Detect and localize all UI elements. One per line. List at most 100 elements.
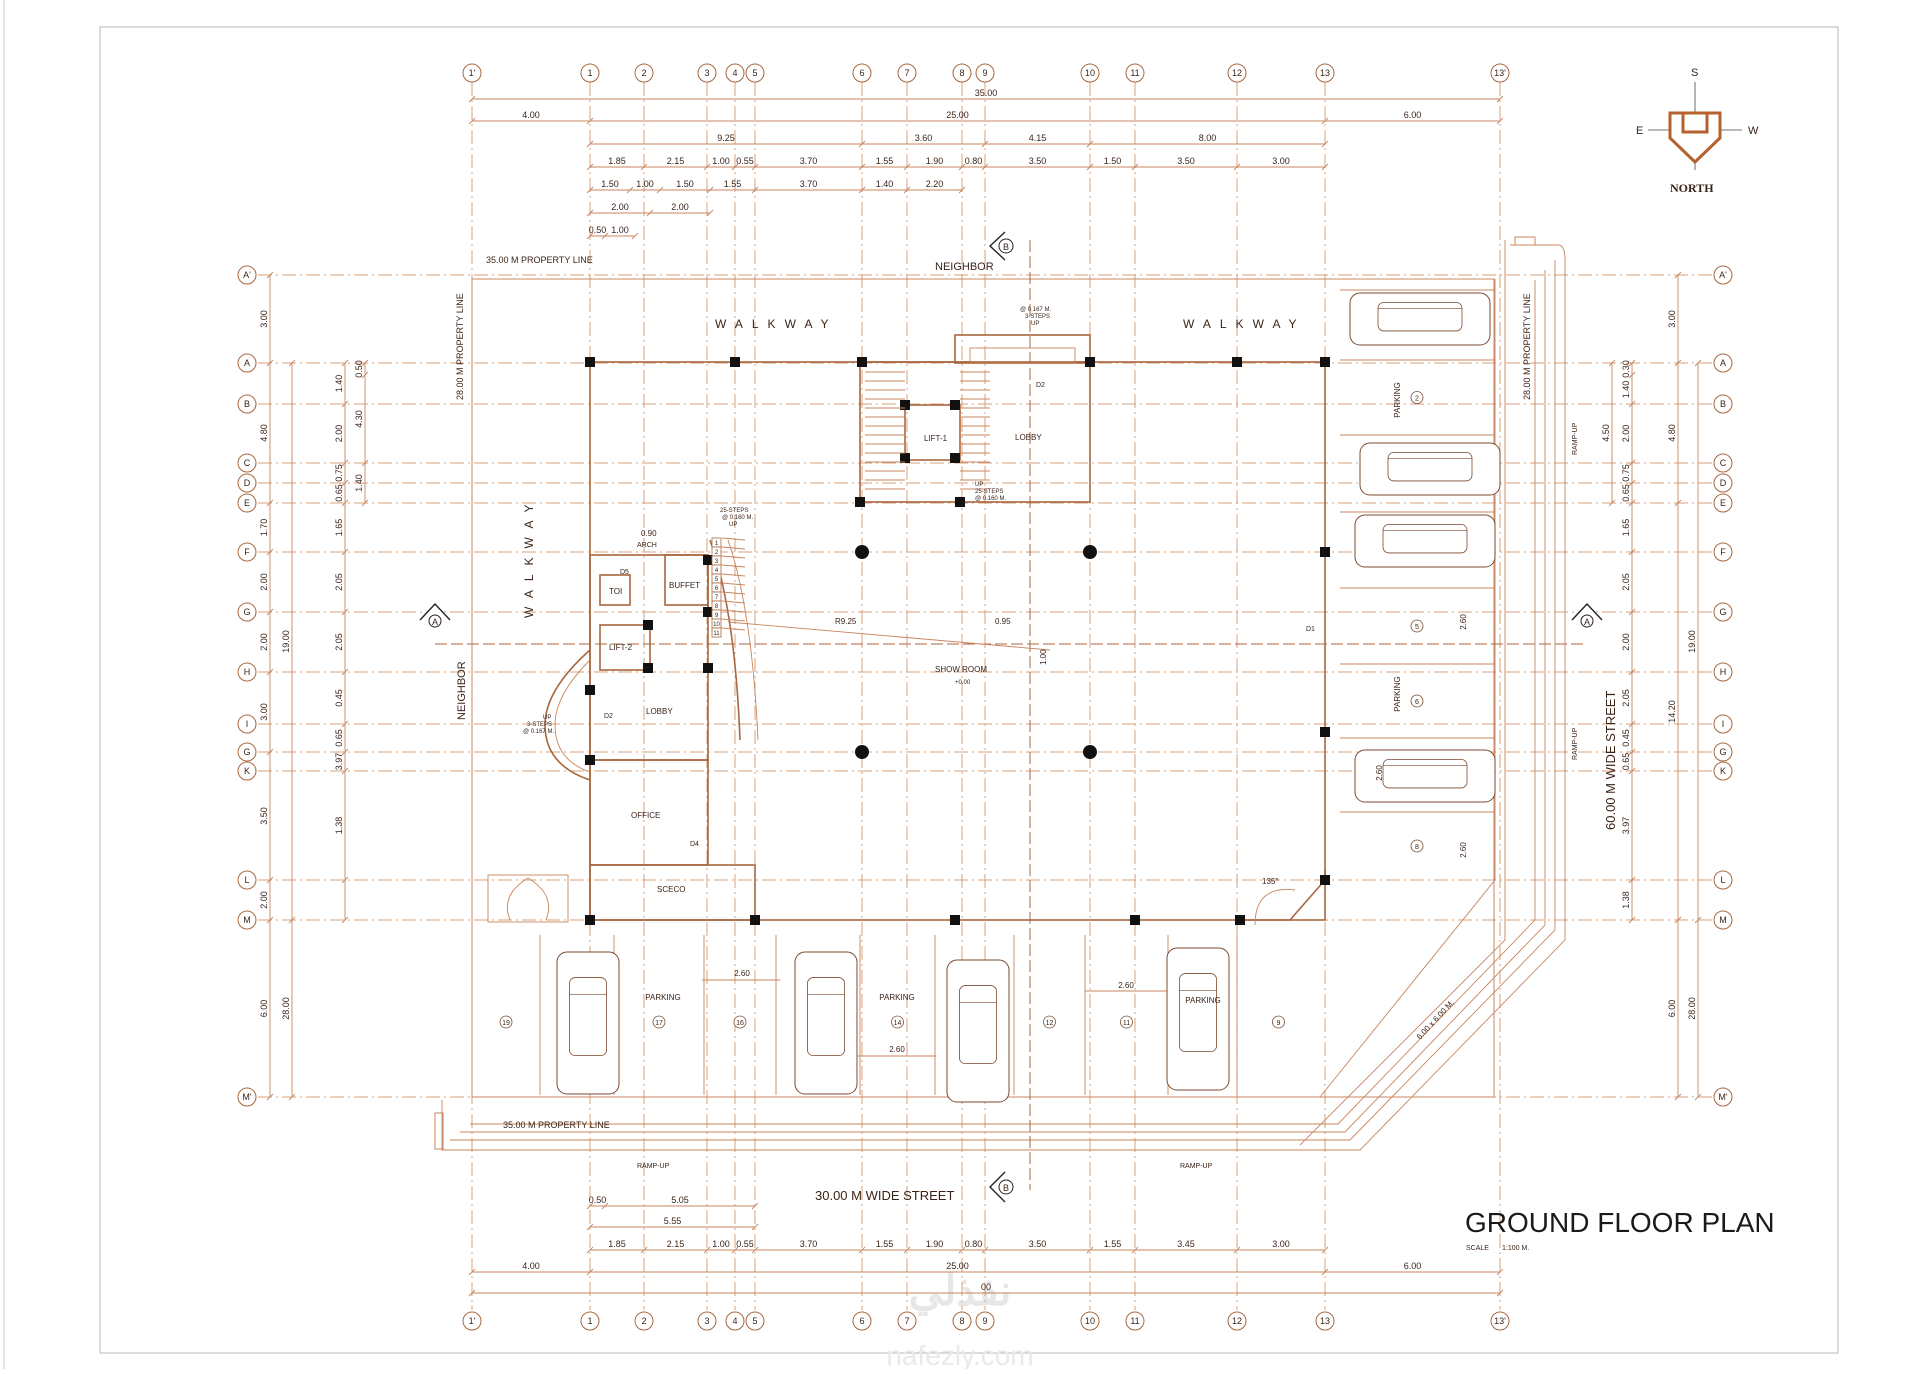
row-bubble-left-2-circle xyxy=(237,394,257,414)
top-dim-row2-text-0: 4.00 xyxy=(522,110,540,120)
bottom-dim-total-text-0: 00 xyxy=(981,1282,991,1292)
column-square-11 xyxy=(950,915,960,925)
dim-100: 1.00 xyxy=(1039,649,1048,665)
top-dim-row7-tick-0 xyxy=(586,232,594,240)
row-bubble-right-12-label: L xyxy=(1720,875,1725,885)
top-dim-row4-tick-8 xyxy=(981,163,989,171)
row-bubble-right-10-label: G xyxy=(1719,747,1726,757)
left-dim-inner-tick-0 xyxy=(341,359,349,367)
stair-number-8: 9 xyxy=(715,613,719,619)
steps-left-up: UP xyxy=(543,715,551,721)
stair-tread-main-2 xyxy=(721,555,746,559)
row-bubble-left-11-circle xyxy=(237,761,257,781)
right-dim-mid-text-2: 14.20 xyxy=(1667,700,1677,723)
car-4-roof xyxy=(1382,523,1468,554)
left-dim-outer-tick-2 xyxy=(288,1093,296,1101)
bottom-dim-row3-tick-7 xyxy=(958,1246,966,1254)
row-bubble-left-7-label: G xyxy=(243,607,250,617)
right-dim-inner-tick-11 xyxy=(1628,767,1636,775)
left-dim-mid-tick-7 xyxy=(266,876,274,884)
column-square-8 xyxy=(1320,875,1330,885)
toi-room xyxy=(599,574,631,606)
col-bubble-bottom-7-label: 7 xyxy=(904,1316,909,1326)
row-bubble-right-12-circle xyxy=(1713,870,1733,890)
bottom-dim-row4-text-2: 6.00 xyxy=(1404,1261,1422,1271)
radius-line xyxy=(727,621,1051,651)
col-bubble-top-3-label: 3 xyxy=(704,68,709,78)
right-dim-inner-tick-13 xyxy=(1628,916,1636,924)
bottom-dim-row3-tick-5 xyxy=(858,1246,866,1254)
car-3 xyxy=(1359,442,1501,496)
top-dim-row5-tick-4 xyxy=(751,186,759,194)
col-bubble-bottom-2-circle xyxy=(634,1311,654,1331)
left-dim-inner-tick-6 xyxy=(341,608,349,616)
walkway-top-right-label: WALKWAY xyxy=(1183,317,1306,331)
col-bubble-top-5-label: 5 xyxy=(752,68,757,78)
north-label: NORTH xyxy=(1670,181,1714,195)
right-dimensions: 19.0028.003.004.8014.206.000.301.402.000… xyxy=(1601,271,1702,1101)
row-bubble-right-5-circle xyxy=(1713,493,1733,513)
col-bubble-bottom-3-label: 3 xyxy=(704,1316,709,1326)
left-dim-mid-tick-2 xyxy=(266,499,274,507)
left-dim-inner-text-2: 0.75 xyxy=(334,464,344,482)
right-dim-inner-text-7: 2.00 xyxy=(1621,633,1631,651)
car-7-body xyxy=(1354,749,1496,803)
right-dim-inner-tick-9 xyxy=(1628,720,1636,728)
parking-number-17-label: 17 xyxy=(655,1020,663,1027)
row-bubble-left-9-label: I xyxy=(246,719,249,729)
col-bubble-bottom-9-circle xyxy=(975,1311,995,1331)
property-boundary xyxy=(434,236,1566,1151)
dim-095: 0.95 xyxy=(995,617,1011,626)
car-15 xyxy=(794,951,858,1095)
col-bubble-bottom-2-label: 2 xyxy=(641,1316,646,1326)
row-bubble-right-14-label: M' xyxy=(1718,1092,1727,1102)
col-bubble-top-0-label: 1' xyxy=(469,68,476,78)
bottom-dim-row4-tick-1 xyxy=(586,1268,594,1276)
walkway-left-label: WALKWAY xyxy=(522,495,536,618)
top-dim-row4-text-11: 3.00 xyxy=(1272,156,1290,166)
bottom-dim-row3-tick-8 xyxy=(981,1246,989,1254)
right-dim-inner-text-2: 2.00 xyxy=(1621,425,1631,443)
row-bubble-left-4-circle xyxy=(237,473,257,493)
parking-number-16-circle xyxy=(733,1015,747,1029)
row-bubble-right-6-circle xyxy=(1713,542,1733,562)
col-bubble-bottom-13-circle xyxy=(1315,1311,1335,1331)
row-bubble-left-14-circle xyxy=(237,1087,257,1107)
left-dim-inner-text-3: 0.65 xyxy=(334,484,344,502)
top-dim-row2-tick-3 xyxy=(1496,117,1504,125)
row-bubble-right-13-circle xyxy=(1713,910,1733,930)
column-square-17 xyxy=(900,453,910,463)
bottom-dim-row3-tick-6 xyxy=(903,1246,911,1254)
top-dim-row2-text-2: 6.00 xyxy=(1404,110,1422,120)
column-square-26 xyxy=(585,755,595,765)
steps-left-val: @ 0.167 M. xyxy=(523,729,554,735)
bottom-dim-row3-text-5: 1.55 xyxy=(876,1239,894,1249)
parking-number-17-circle xyxy=(652,1015,666,1029)
row-bubble-right-1-circle xyxy=(1713,353,1733,373)
col-bubble-top-9-label: 9 xyxy=(982,68,987,78)
left-dim-inner-tick-1 xyxy=(341,400,349,408)
right-dim-outer-text-1: 28.00 xyxy=(1687,997,1697,1020)
parking-number-6-circle xyxy=(1410,694,1424,708)
show-room-label: SHOW ROOM xyxy=(935,665,987,674)
parking-number-9-circle xyxy=(1272,1015,1285,1029)
col-bubble-bottom-3-circle xyxy=(697,1311,717,1331)
column-square-23 xyxy=(585,685,595,695)
column-square-4 xyxy=(1232,357,1242,367)
stair-tread-main-6 xyxy=(721,591,746,595)
top-dim-row4-tick-5 xyxy=(858,163,866,171)
bottom-dim-row4-tick-3 xyxy=(1496,1268,1504,1276)
left-dim-inner-text-5: 2.05 xyxy=(334,573,344,591)
column-round-2 xyxy=(855,745,869,759)
row-bubble-left-14-label: M' xyxy=(242,1092,251,1102)
stair-tread-main-4 xyxy=(721,573,746,577)
lift-1-box xyxy=(904,404,961,461)
parking-number-8-circle xyxy=(1410,839,1424,853)
stair-tread-main-10 xyxy=(721,627,746,631)
left-dim-inner-text-9: 3.97 xyxy=(334,753,344,771)
col-bubble-bottom-7-circle xyxy=(897,1311,917,1331)
